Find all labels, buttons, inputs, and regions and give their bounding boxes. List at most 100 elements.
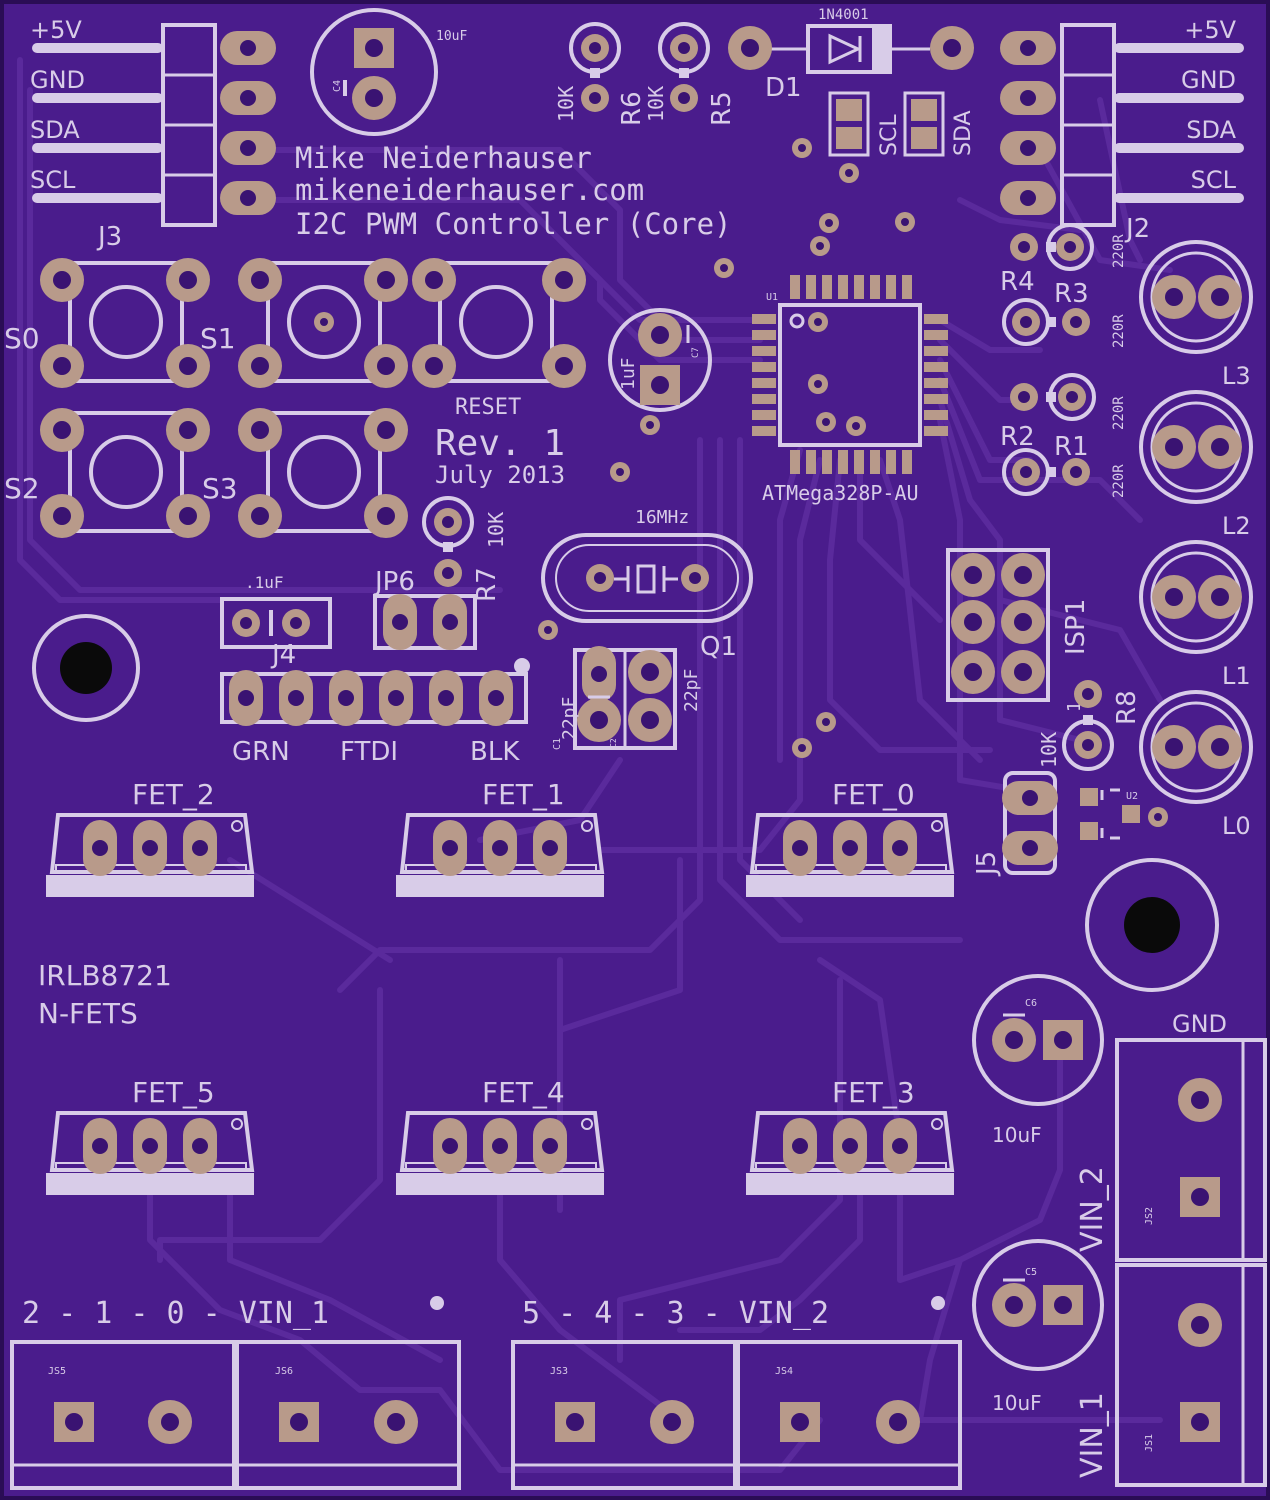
j2-pin-gnd: GND [1181,66,1236,94]
sda-jumper-label: SDA [951,110,976,156]
c1-ref: C1 [552,738,563,750]
js6-ref: JS6 [275,1366,293,1377]
project-title: I2C PWM Controller (Core) [295,207,732,241]
j2-pin-scl: SCL [1191,166,1237,194]
terminal-js3 [511,1340,737,1490]
j2-pin-5v: +5V [1184,16,1236,44]
c2-value: 22pF [559,697,580,740]
j5-ref: J5 [972,851,1002,877]
fet-0 [746,813,955,897]
fet-1 [396,813,605,897]
c4-value: 10uF [436,29,467,44]
u2-ref: U2 [1126,791,1138,802]
j2-pin-sda: SDA [1186,116,1236,144]
c7-value: 1uF [618,357,639,390]
ftdi-grn: GRN [232,737,290,767]
fet1-label: FET_1 [482,778,565,811]
vin2-terminal-label: VIN_2 [1075,1166,1110,1252]
r7-value: 10K [484,512,508,548]
j3-pin-gnd: GND [30,66,85,94]
r8-ref: R8 [1112,690,1142,725]
l3-label: L3 [1222,362,1251,390]
fet-part-line2: N-FETS [38,997,138,1030]
isp-header [946,548,1050,702]
r1-ref: R1 [1054,432,1089,462]
terminal-group2-label: 5 - 4 - 3 - VIN_2 [522,1296,829,1331]
button-s2 [40,408,210,538]
fet2-label: FET_2 [132,778,215,811]
vin1-terminal-label: VIN_1 [1075,1392,1110,1478]
jumper-jp6 [373,594,477,650]
d1-value: 1N4001 [818,7,869,23]
r6-ref: R6 [617,91,647,126]
capacitor-c1-c2 [573,646,677,750]
fet5-label: FET_5 [132,1076,215,1109]
c5-value: 10uF [992,1391,1042,1415]
fet-2 [46,813,255,897]
mounting-hole-right [1085,858,1219,992]
capacitor-c4 [310,8,438,136]
terminal-js6 [235,1340,461,1490]
j2-ref: J2 [1124,214,1150,244]
ftdi-label: FTDI [340,737,398,767]
ftdi-blk: BLK [470,737,520,767]
r6-value: 10K [554,86,578,122]
terminal-js5 [10,1340,236,1490]
jumper-sda [903,91,945,157]
u1-ref: U1 [766,292,778,303]
resistor-r4 [1010,223,1094,271]
scl-jumper-label: SCL [877,114,902,156]
terminal-group2-marker [931,1296,945,1310]
jumper-j4 [220,597,332,649]
r8-value: 10K [1037,732,1061,768]
fet0-label: FET_0 [832,778,915,811]
js1-ref: JS1 [1144,1434,1155,1452]
mcu-u1 [752,275,948,474]
ftdi-header [220,658,530,726]
s2-label: S2 [4,472,40,505]
fet-3 [746,1111,955,1195]
jumper-scl [828,91,870,157]
mounting-hole-left [32,614,140,722]
terminal-js1 [1115,1263,1267,1487]
led-l0 [1139,690,1253,804]
capacitor-c6 [972,974,1104,1106]
c1-value: 22pF [681,669,702,712]
s3-label: S3 [202,472,238,505]
c4-ref: C4 [332,80,343,92]
crystal-q1 [541,533,753,623]
reset-label: RESET [455,395,521,420]
author-name: Mike Neiderhauser [295,141,592,175]
r4-value: 220R [1111,234,1127,268]
r5-ref: R5 [707,91,737,126]
fet3-label: FET_3 [832,1076,915,1109]
fet-part-line1: IRLB8721 [38,959,172,992]
j3-pin-scl: SCL [30,166,76,194]
button-reset [412,258,586,388]
fet-4 [396,1111,605,1195]
js2-ref: JS2 [1144,1207,1155,1225]
crystal-value: 16MHz [635,507,689,528]
r1-value: 220R [1111,464,1127,498]
r4-ref: R4 [1000,267,1035,297]
jp6-ref: JP6 [373,567,415,597]
jumper-j5 [1002,771,1058,875]
author-site: mikeneiderhauser.com [295,173,644,207]
resistor-r8 [1062,680,1114,771]
gnd-terminal-label: GND [1172,1010,1227,1038]
d1-ref: D1 [765,73,802,103]
js5-ref: JS5 [48,1366,66,1377]
revision-date: July 2013 [435,461,565,489]
crystal-ref: Q1 [700,632,737,662]
c6-ref: C6 [1025,998,1037,1009]
terminal-group1-marker [430,1296,444,1310]
resistor-r3 [1002,298,1090,346]
l2-label: L2 [1222,512,1251,540]
terminal-js2 [1115,1038,1267,1262]
fet4-label: FET_4 [482,1076,565,1109]
js4-ref: JS4 [775,1366,793,1377]
resistor-r7 [422,496,474,587]
j3-pin-sda: SDA [30,116,80,144]
resistor-r6 [569,22,621,112]
